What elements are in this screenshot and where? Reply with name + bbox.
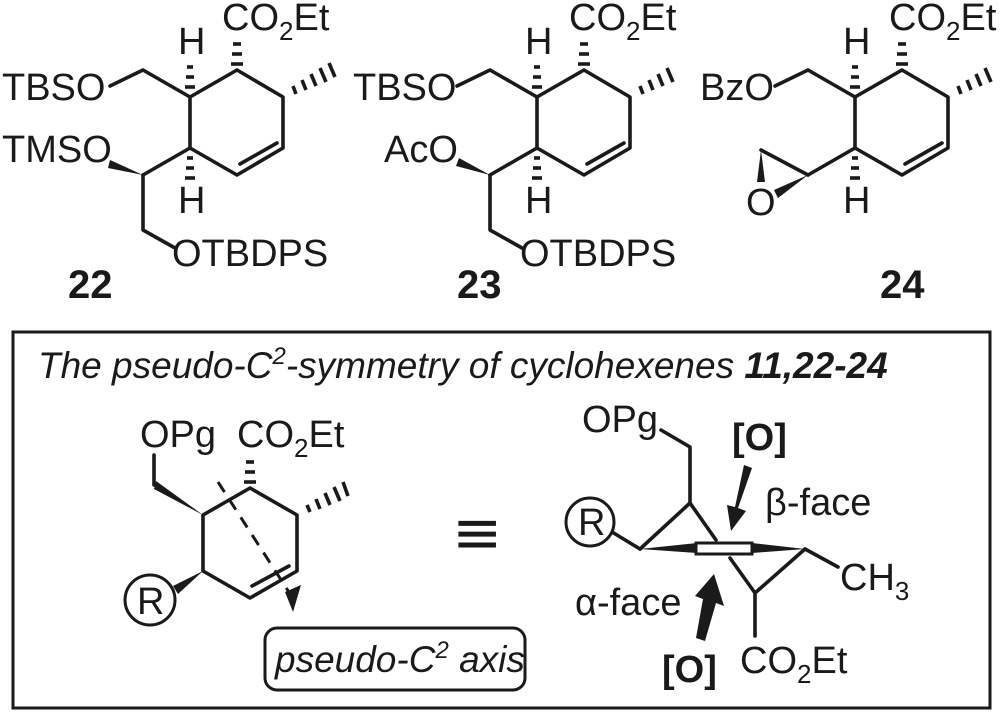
sidechain-bond: [488, 146, 539, 177]
group-top-label: TBSO: [353, 67, 456, 109]
h-bottom-label: H: [525, 180, 552, 222]
hashed-bond-h-top: [850, 65, 860, 89]
h-top-label: H: [178, 21, 205, 63]
double-bond: [238, 141, 279, 166]
wedge-bond-r: [173, 571, 203, 594]
double-bond-plane: [694, 541, 754, 556]
h-top-label: H: [843, 21, 870, 63]
hashed-bond-ester: [896, 42, 908, 66]
perspective-cyclohexene: OPg R CO2Et CH3 [O] β-face α-face [O]: [564, 399, 909, 691]
sidechain-bond: [141, 146, 192, 177]
oxidant-top-label: [O]: [732, 417, 787, 459]
generic-cyclohexene: CO2Et OPg R pseudo-C2 axis: [123, 414, 527, 692]
compound-number: 23: [457, 263, 502, 307]
hashed-bond-ester: [231, 42, 243, 66]
epoxide-o-label: O: [746, 182, 776, 224]
h-top-label: H: [525, 21, 552, 63]
ch2-bond: [773, 68, 857, 99]
compound-number: 24: [880, 263, 925, 307]
ester-label: CO2Et: [569, 0, 677, 46]
hashed-bond-h-bottom: [850, 156, 860, 180]
double-bond: [903, 141, 944, 166]
hashed-bond-h-top: [532, 65, 542, 89]
compound-number: 22: [68, 263, 113, 307]
methyl-bond: [803, 547, 840, 569]
symmetry-box: [11, 330, 992, 710]
r-label: R: [578, 502, 605, 544]
compound-22: CO2Et H H TBSO TMSO OTBDPS: [2, 0, 337, 307]
beta-arrow: [727, 465, 752, 531]
epoxide-wedge-1: [757, 150, 765, 182]
axis-label-box: [263, 626, 527, 692]
group-top-label: BzO: [700, 67, 774, 109]
hashed-bond-h-bottom: [185, 156, 195, 180]
ring-plane-left: [640, 543, 697, 553]
hashed-bond-methyl: [305, 481, 350, 513]
lower-flap: [728, 547, 807, 595]
hashed-bond-methyl: [956, 67, 993, 95]
h-bottom-label: H: [178, 180, 205, 222]
ring-bonds: [188, 68, 285, 177]
compound-24: CO2Et H H BzO O 24: [700, 0, 997, 307]
alpha-face-label: α-face: [575, 582, 681, 624]
ester-label: CO2Et: [237, 414, 345, 463]
methyl-label: CH3: [840, 557, 909, 606]
epoxide-ring-bond: [759, 148, 810, 177]
opg-label: OPg: [582, 399, 658, 441]
double-bond: [585, 141, 626, 166]
box-title: The pseudo-C2-symmetry of cyclohexenes 1…: [38, 343, 888, 386]
group-bottom-label: OTBDPS: [520, 233, 676, 275]
r-label: R: [137, 581, 164, 623]
ring-bonds: [853, 68, 950, 177]
c2-axis-arrowhead: [285, 585, 301, 612]
r-circle: [123, 573, 177, 627]
beta-face-label: β-face: [765, 482, 871, 524]
hashed-bond-h-top: [185, 65, 195, 89]
ch2-down-bond: [488, 173, 524, 250]
equivalence-symbol: ≡: [452, 498, 502, 568]
c2-axis-dashed: [216, 481, 296, 601]
ch2-down-bond: [141, 173, 177, 250]
ch2-bond: [455, 68, 539, 99]
group-top-label: TBSO: [2, 67, 105, 109]
alpha-arrow: [695, 574, 724, 641]
ring-plane-right: [752, 543, 805, 553]
ester-label: CO2Et: [889, 0, 997, 46]
hashed-bond-ester: [578, 42, 590, 66]
ring-bonds: [535, 68, 632, 177]
double-bond: [250, 564, 291, 588]
hashed-bond-methyl: [638, 67, 675, 95]
h-bottom-label: H: [843, 180, 870, 222]
wedge-bond: [456, 158, 490, 175]
opg-label: OPg: [140, 414, 216, 456]
ester-label: CO2Et: [222, 0, 330, 46]
group-bottom-label: OTBDPS: [172, 233, 328, 275]
wedge-bond: [108, 160, 143, 175]
hashed-bond-h-bottom: [532, 156, 542, 180]
r-bond: [610, 530, 642, 551]
ring-bonds: [201, 486, 299, 600]
hashed-bond-methyl: [291, 62, 337, 95]
group-mid-label: AcO: [384, 129, 458, 171]
ch2-bond: [108, 68, 192, 99]
r-circle: [564, 496, 616, 548]
ester-label: CO2Et: [740, 640, 848, 689]
epoxide-bond: [806, 146, 857, 177]
epoxide-wedge-2: [774, 175, 808, 198]
ch2-bond: [659, 428, 692, 505]
group-mid-label: TMSO: [2, 129, 112, 171]
axis-label: pseudo-C2 axis: [274, 637, 525, 680]
compound-23: CO2Et H H TBSO AcO OTBDPS 23: [353, 0, 677, 307]
oxidant-bottom-label: [O]: [662, 649, 717, 691]
wedge-bond-ch2: [154, 481, 203, 515]
hashed-bond-ester: [244, 460, 256, 484]
